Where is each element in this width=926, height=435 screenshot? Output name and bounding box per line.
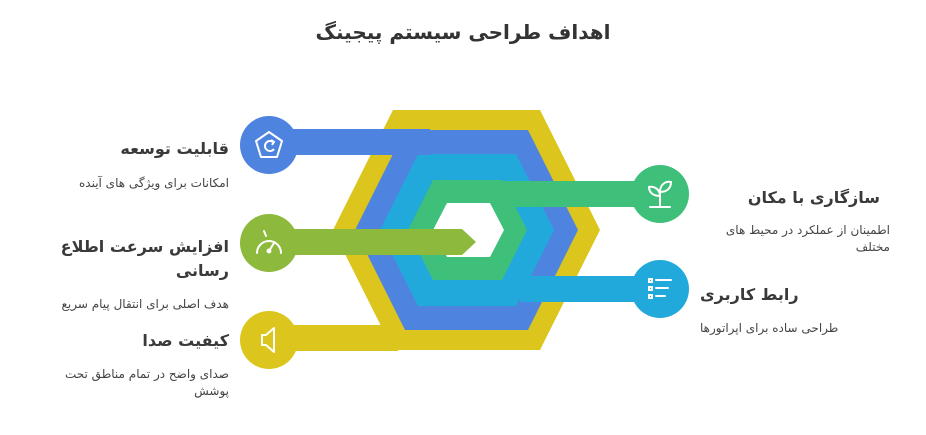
user-interface-title: رابط کاربری xyxy=(700,285,799,304)
speed-title: افزایش سرعت اطلاع رسانی xyxy=(60,237,229,280)
expansion-description: امکانات برای ویژگی های آینده xyxy=(78,176,229,190)
plant-icon xyxy=(647,180,673,208)
page-title: اهداف طراحی سیستم پیجینگ xyxy=(315,20,611,44)
sound-quality-description: صدای واضح در تمام مناطق تحت پوشش xyxy=(65,367,229,398)
expansion-title: قابلیت توسعه xyxy=(120,139,229,158)
user-interface-description: طراحی ساده برای اپراتورها xyxy=(700,321,839,335)
sound-quality-title: کیفیت صدا xyxy=(142,331,229,350)
lime-connector xyxy=(268,229,476,255)
yellow-circle xyxy=(240,311,298,369)
speed-description: هدف اصلی برای انتقال پیام سریع xyxy=(61,297,229,311)
location-compat-description: اطمینان از عملکرد در محیط های مختلف xyxy=(725,223,890,254)
location-compat-title: سازگاری با مکان xyxy=(747,188,880,207)
expand-pentagon-icon xyxy=(255,131,283,158)
list-icon xyxy=(648,278,672,299)
speedometer-icon xyxy=(256,230,282,254)
blue-circle xyxy=(240,116,298,174)
lime-circle xyxy=(240,214,298,272)
speaker-icon xyxy=(261,327,275,353)
